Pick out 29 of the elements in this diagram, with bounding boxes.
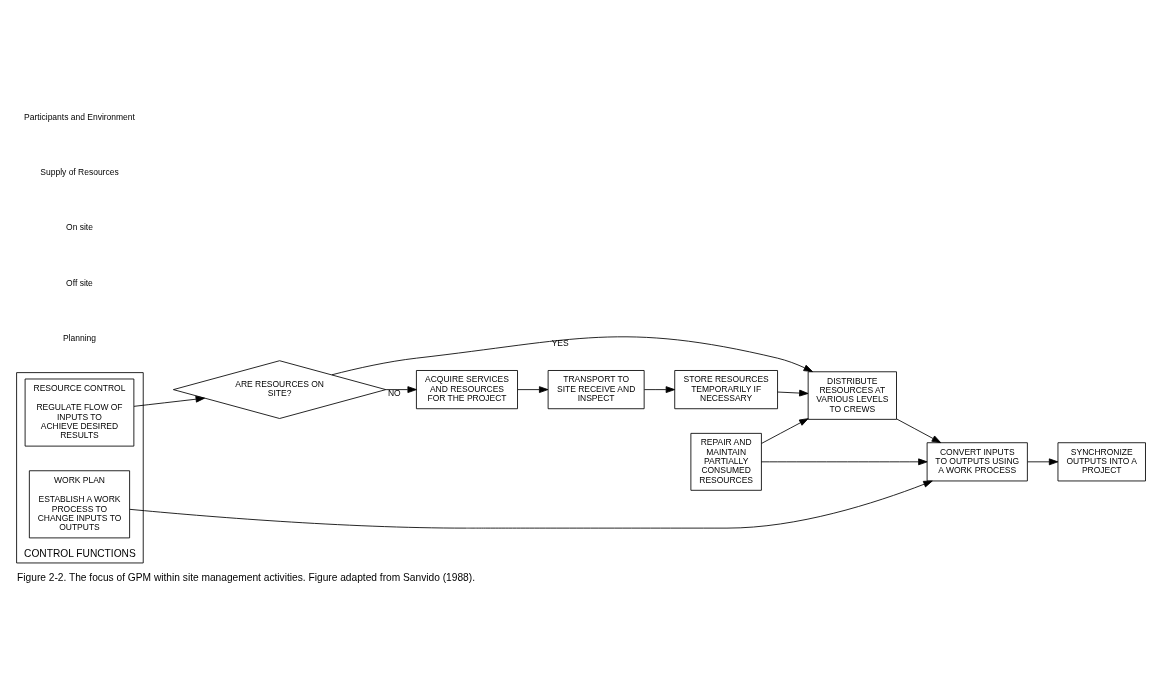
arrow	[777, 389, 809, 397]
label: Participants and Environment	[24, 111, 135, 122]
label: Off site	[66, 277, 93, 288]
arrow	[517, 386, 549, 393]
label: On site	[66, 222, 93, 233]
arrow	[385, 386, 417, 393]
node-box: REPAIR AND MAINTAIN PARTIALLY CONSUMED RESOURCES	[690, 432, 762, 491]
node-box: ACQUIRE SERVICES AND RESOURCES FOR THE PROJECT	[416, 370, 518, 410]
edge-label: NO	[387, 388, 401, 399]
arrow	[1027, 458, 1059, 466]
arrow	[761, 458, 928, 466]
label: Supply of Resources	[40, 167, 119, 178]
arrow	[133, 395, 205, 407]
arrow	[896, 418, 942, 444]
edge-label: YES	[551, 338, 569, 349]
node-box: STORE RESOURCES TEMPORARILY IF NECESSARY	[674, 370, 778, 410]
arrow	[643, 386, 676, 393]
arrow	[331, 336, 813, 376]
node-box: RESOURCE CONTROL REGULATE FLOW OF INPUTS TO ACHIEVE DESIRED RESULTS	[24, 378, 135, 447]
node-box: CONVERT INPUTS TO OUTPUTS USING A WORK PROCESS	[926, 442, 1028, 482]
arrow	[761, 418, 809, 444]
caption: Figure 2-2. The focus of GPM within site management activities. Figure adapted from Sanvido (1988).	[17, 572, 475, 584]
arrow	[129, 480, 933, 529]
node-box: SYNCHRONIZE OUTPUTS INTO A PROJECT	[1057, 442, 1146, 482]
label: Planning	[62, 332, 97, 343]
node-diamond: ARE RESOURCES ON SITE?	[172, 360, 387, 419]
node-box: TRANSPORT TO SITE RECEIVE AND INSPECT	[547, 370, 645, 410]
node-box: DISTRIBUTE RESOURCES AT VARIOUS LEVELS TO CREWS	[807, 371, 897, 420]
node-box: WORK PLAN ESTABLISH A WORK PROCESS TO CHANGE INPUTS TO OUTPUTS	[28, 470, 131, 539]
